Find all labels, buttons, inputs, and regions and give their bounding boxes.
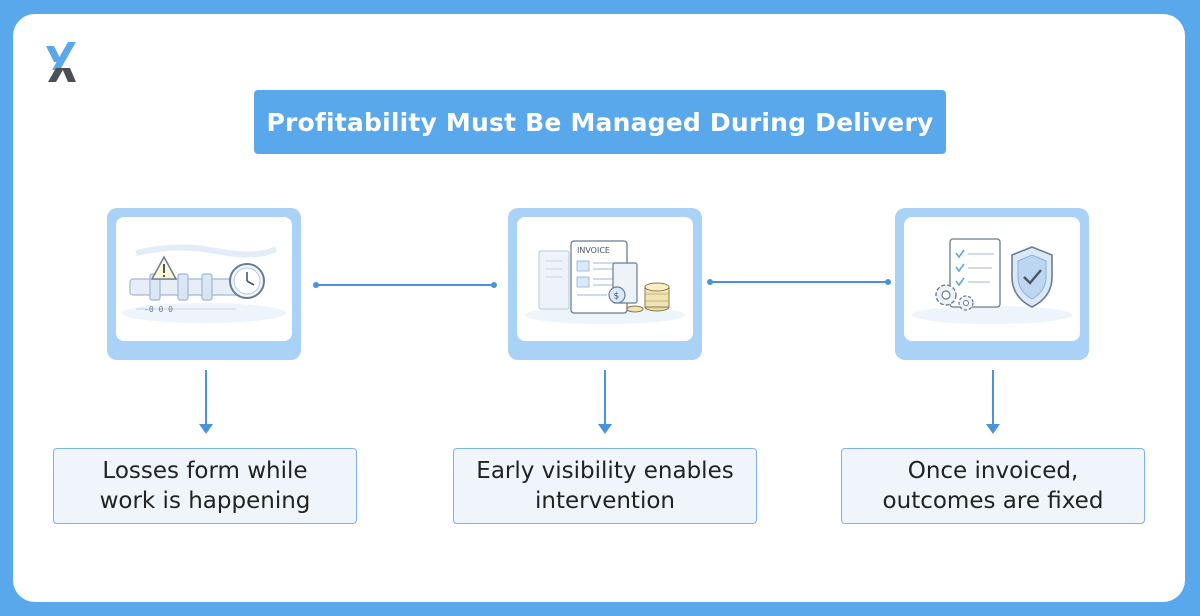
down-arrow-1: [199, 370, 213, 434]
brand-logo-icon: [46, 42, 76, 82]
step-2-illustration: INVOICE $: [517, 217, 693, 341]
step-2-label: Early visibility enables intervention: [476, 458, 734, 514]
title-banner: Profitability Must Be Managed During Del…: [254, 90, 946, 154]
step-1-label-box: Losses form while work is happening: [53, 448, 357, 524]
step-3-card: [895, 208, 1089, 360]
step-3-illustration: [904, 217, 1080, 341]
step-3-label: Once invoiced, outcomes are fixed: [882, 458, 1104, 514]
down-arrow-3: [986, 370, 1000, 434]
warning-pipeline-clock-icon: -0 0 0: [122, 244, 286, 323]
connector-1-2: [313, 282, 497, 288]
down-arrow-2: [598, 370, 612, 434]
step-1-label: Losses form while work is happening: [99, 458, 311, 514]
step-2-label-box: Early visibility enables intervention: [453, 448, 757, 524]
checklist-gears-shield-icon: [912, 238, 1072, 324]
connector-2-3: [707, 279, 891, 285]
svg-text:-0 0 0: -0 0 0: [144, 305, 173, 314]
invoice-coins-icon: INVOICE $: [525, 240, 685, 324]
step-1-card: -0 0 0: [107, 208, 301, 360]
step-2-card: INVOICE $: [508, 208, 702, 360]
svg-text:INVOICE: INVOICE: [577, 246, 610, 255]
step-3-label-box: Once invoiced, outcomes are fixed: [841, 448, 1145, 524]
step-1-illustration: -0 0 0: [116, 217, 292, 341]
diagram-title: Profitability Must Be Managed During Del…: [266, 107, 934, 137]
svg-text:$: $: [614, 292, 620, 302]
